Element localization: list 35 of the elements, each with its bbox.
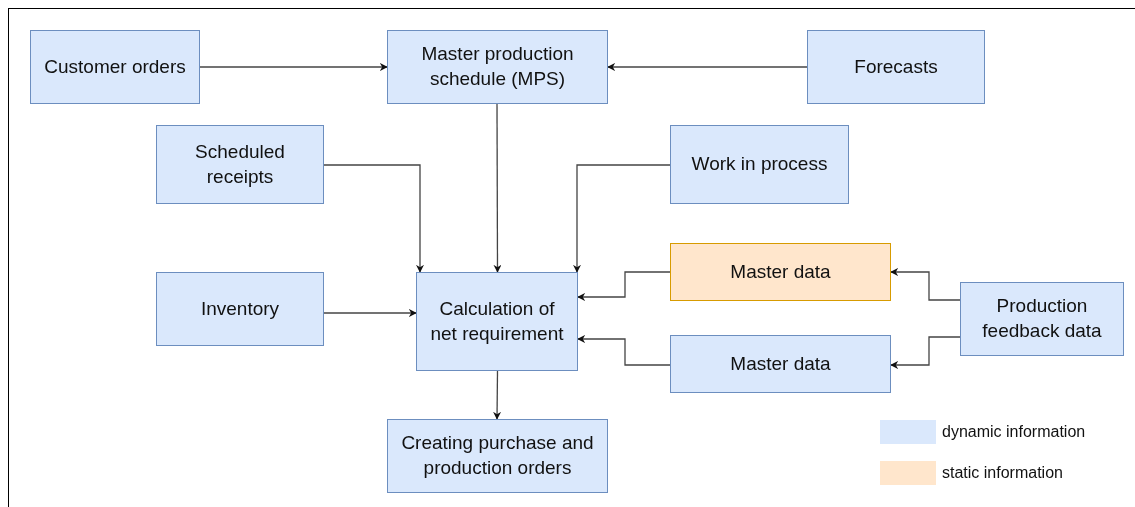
- arrow: [577, 271, 671, 301]
- box-label: Production feedback data: [981, 294, 1103, 343]
- legend-label: static information: [942, 463, 1063, 483]
- arrow: [577, 335, 671, 366]
- box-label: Inventory: [200, 296, 280, 321]
- arrow: [607, 63, 808, 71]
- arrow: [323, 164, 424, 273]
- process-box: [670, 335, 891, 393]
- process-box: [387, 30, 608, 104]
- box-label: Master production schedule (MPS): [420, 42, 575, 91]
- arrow: [323, 309, 417, 317]
- box-label: Work in process: [691, 152, 828, 177]
- arrow: [493, 370, 502, 420]
- process-box: [670, 125, 849, 204]
- box-label: Calculation of net requirement: [429, 296, 565, 346]
- process-box: [387, 419, 608, 493]
- process-box: [416, 272, 578, 371]
- box-label: Customer orders: [44, 54, 186, 79]
- box-label: Master data: [730, 259, 831, 284]
- process-box: [960, 282, 1124, 356]
- process-box: [156, 125, 324, 204]
- arrow: [890, 336, 961, 369]
- arrow: [890, 268, 961, 301]
- box-label: Creating purchase and production orders: [400, 431, 595, 480]
- process-box: [670, 243, 891, 301]
- arrow: [493, 103, 502, 273]
- box-label: Forecasts: [854, 54, 938, 79]
- legend-label: dynamic information: [942, 422, 1086, 442]
- arrow: [573, 164, 671, 273]
- process-box: [807, 30, 985, 104]
- box-label: Scheduled receipts: [194, 139, 286, 189]
- arrow: [199, 63, 388, 71]
- box-label: Master data: [730, 351, 831, 376]
- process-box: [156, 272, 324, 346]
- process-box: [30, 30, 200, 104]
